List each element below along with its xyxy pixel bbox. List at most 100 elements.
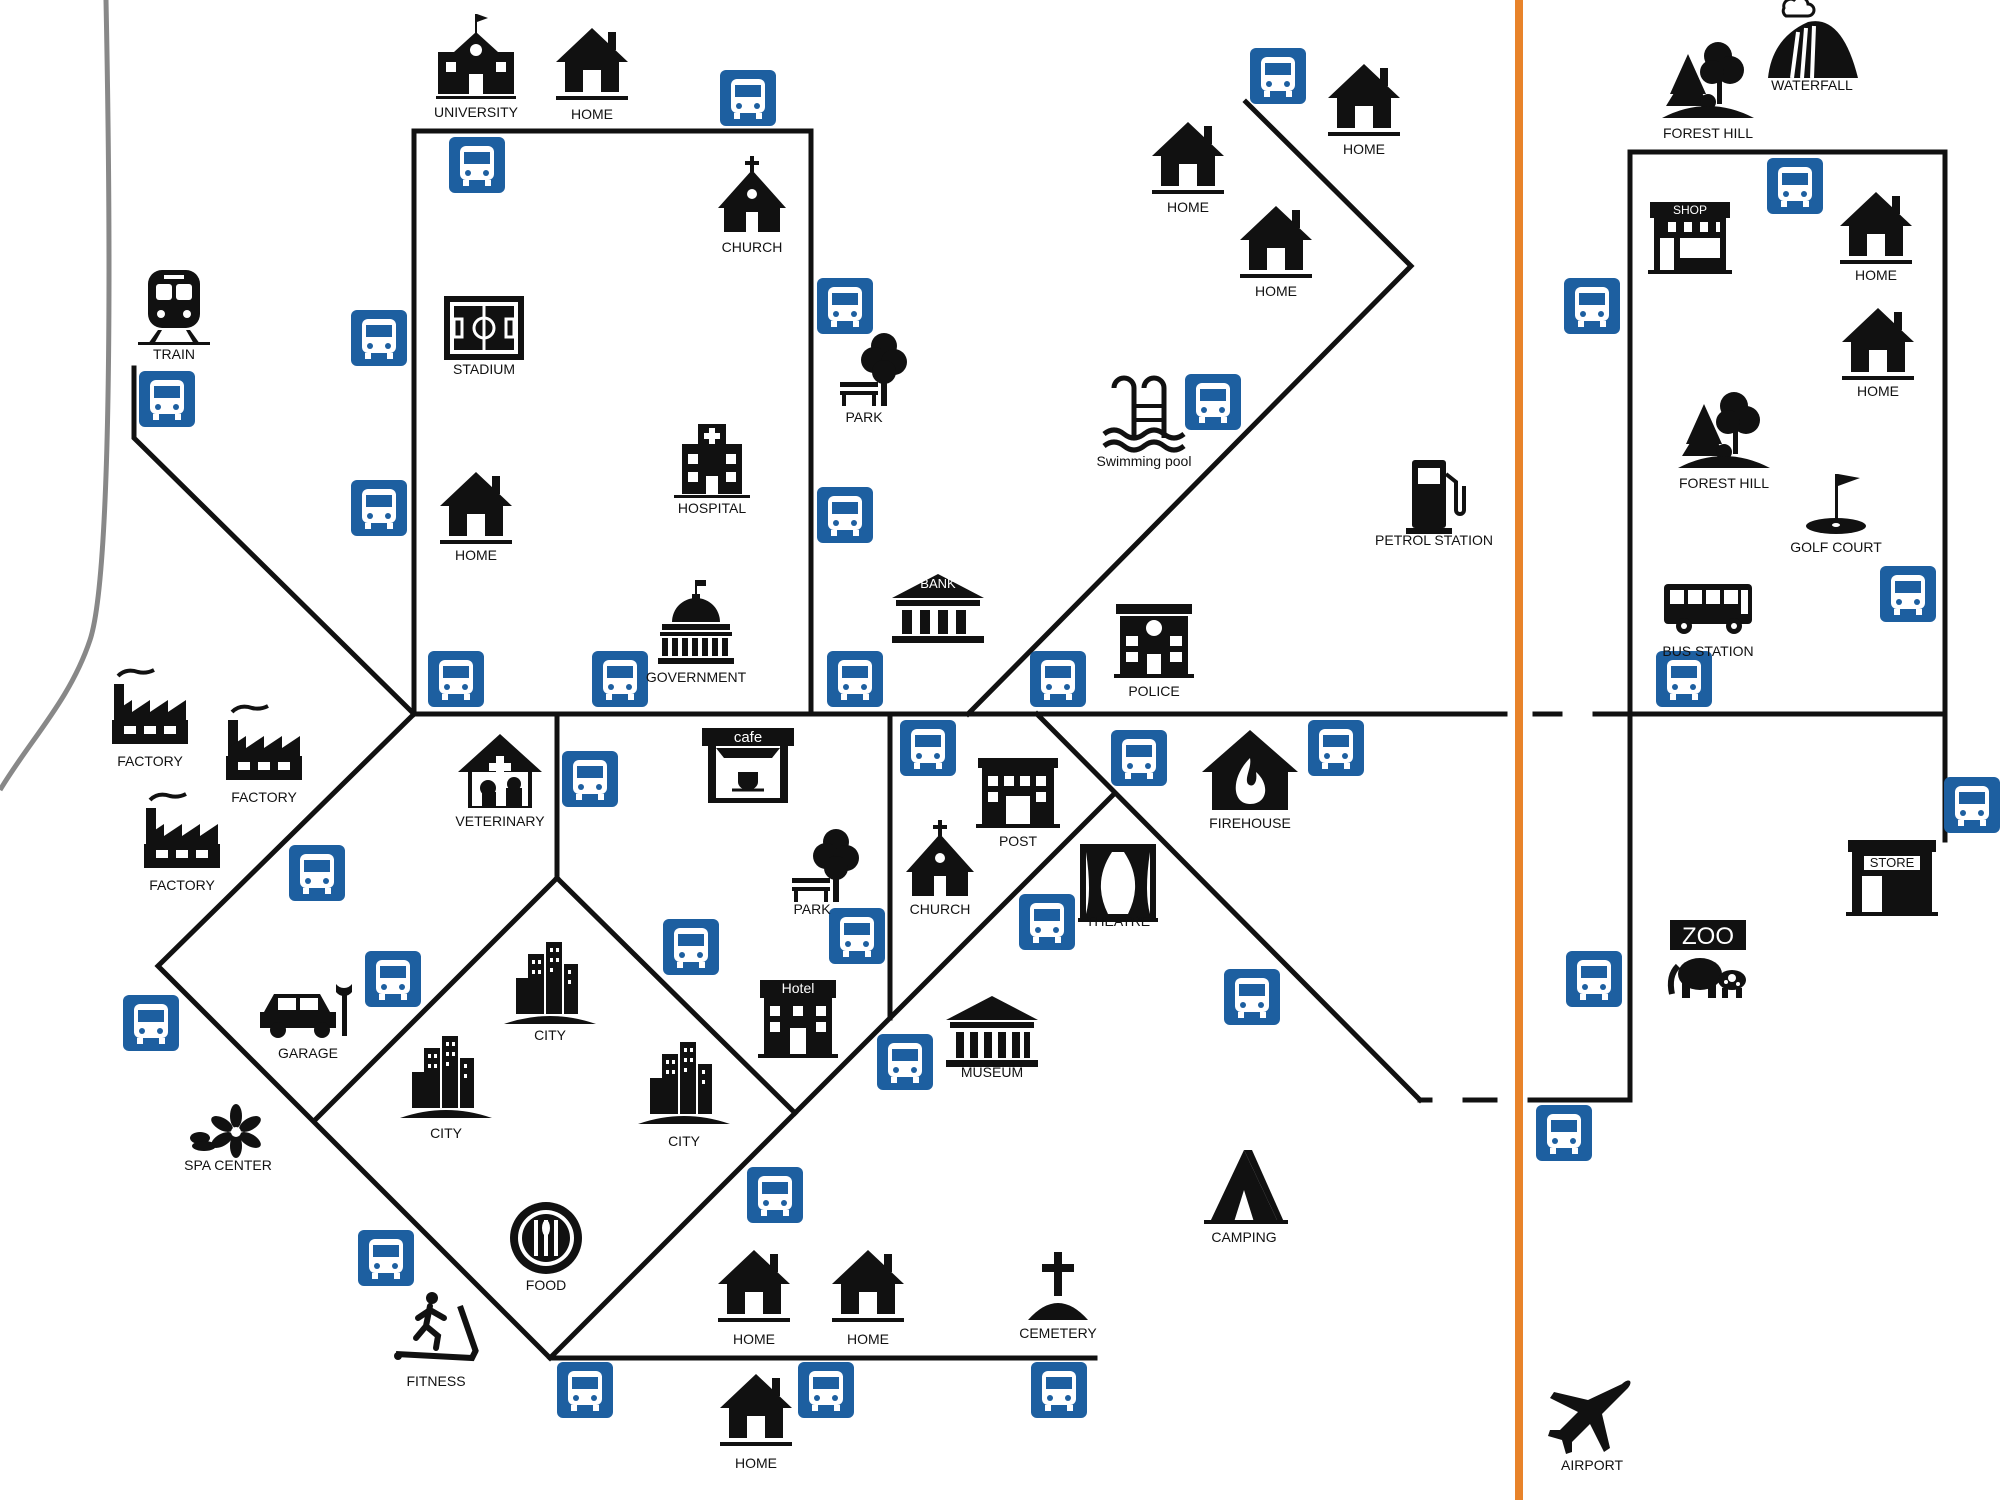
bus-stop-icon[interactable] (1224, 969, 1280, 1025)
bus-stop-icon[interactable] (351, 310, 407, 366)
place-government[interactable]: GOVERNMENT (646, 580, 747, 685)
place-hospital[interactable]: HOSPITAL (674, 424, 750, 516)
place-train[interactable]: TRAIN (138, 270, 210, 362)
place-home[interactable]: HOME (1842, 308, 1914, 399)
place-food[interactable]: FOOD (510, 1202, 582, 1293)
place-label: FIREHOUSE (1209, 815, 1291, 831)
factory-icon (110, 668, 190, 746)
bus-stop-icon[interactable] (139, 371, 195, 427)
place-cafe[interactable]: cafe (700, 726, 796, 805)
place-zoo[interactable]: ZOO (1670, 920, 1746, 998)
bus-stop-icon[interactable] (449, 137, 505, 193)
bus-stop-icon[interactable] (1031, 1362, 1087, 1418)
place-label: THEATRE (1086, 913, 1150, 929)
bus-stop-icon[interactable] (592, 651, 648, 707)
fuel-pump-icon (1404, 458, 1466, 536)
place-bus-station[interactable]: BUS STATION (1662, 584, 1754, 659)
bus-stop-icon[interactable] (123, 995, 179, 1051)
bus-stop-icon[interactable] (1880, 566, 1936, 622)
bus-stop-icon[interactable] (358, 1230, 414, 1286)
bus-stop-icon[interactable] (877, 1034, 933, 1090)
place-garage[interactable]: GARAGE (260, 984, 352, 1061)
bus-stop-icon[interactable] (289, 845, 345, 901)
bus-stop-icon[interactable] (1308, 720, 1364, 776)
place-fitness[interactable]: FITNESS (394, 1292, 476, 1389)
bus-stop-icon[interactable] (1566, 951, 1622, 1007)
bus-stop-icon[interactable] (1030, 651, 1086, 707)
place-hotel[interactable]: Hotel (758, 980, 838, 1058)
place-home[interactable]: HOME (832, 1250, 904, 1347)
bus-stop-icon[interactable] (1250, 48, 1306, 104)
place-church[interactable]: CHURCH (718, 156, 786, 255)
place-firehouse[interactable]: FIREHOUSE (1202, 730, 1298, 831)
place-label: GARAGE (278, 1045, 338, 1061)
forest-icon (1678, 392, 1770, 468)
place-home[interactable]: HOME (1240, 206, 1312, 299)
bus-stop-icon[interactable] (663, 919, 719, 975)
bus-stop-icon[interactable] (900, 720, 956, 776)
place-label: Hotel (782, 980, 815, 996)
place-cemetery[interactable]: CEMETERY (1019, 1252, 1097, 1341)
place-factory[interactable]: FACTORY (224, 704, 304, 805)
place-airport[interactable]: AIRPORT (1548, 1380, 1631, 1473)
place-stadium[interactable]: STADIUM (442, 294, 526, 377)
bus-stop-icon[interactable] (557, 1362, 613, 1418)
bus-stop-icon[interactable] (562, 751, 618, 807)
place-police[interactable]: POLICE (1114, 604, 1194, 699)
place-waterfall[interactable]: WATERFALL (1766, 0, 1860, 93)
place-city[interactable]: CITY (400, 1036, 492, 1141)
place-home[interactable]: HOME (440, 472, 512, 563)
place-home[interactable]: HOME (720, 1374, 792, 1471)
place-theatre[interactable]: THEATRE (1078, 844, 1158, 929)
place-home[interactable]: HOME (1840, 192, 1912, 283)
place-church[interactable]: CHURCH (906, 820, 974, 917)
place-park[interactable]: PARK (792, 829, 859, 917)
bus-stop-icon[interactable] (1019, 894, 1075, 950)
place-park[interactable]: PARK (840, 333, 907, 425)
place-label: HOSPITAL (678, 500, 746, 516)
bus-stop-icon[interactable] (1944, 777, 2000, 833)
place-home[interactable]: HOME (556, 28, 628, 122)
bus-stop-icon[interactable] (1185, 374, 1241, 430)
place-home[interactable]: HOME (1152, 122, 1224, 215)
bus-stop-icon[interactable] (1564, 278, 1620, 334)
bus-stop-icon[interactable] (365, 951, 421, 1007)
bus-stop-icon[interactable] (827, 651, 883, 707)
place-forest-hill[interactable]: FOREST HILL (1662, 42, 1754, 141)
bus-stop-icon[interactable] (428, 651, 484, 707)
place-city[interactable]: CITY (504, 942, 596, 1043)
bus-stop-icon[interactable] (817, 278, 873, 334)
golf-flag-icon (1806, 474, 1866, 534)
place-bank[interactable]: BANK (892, 574, 984, 643)
city-icon (400, 1036, 492, 1118)
place-forest-hill[interactable]: FOREST HILL (1678, 392, 1770, 491)
place-university[interactable]: UNIVERSITY (434, 14, 519, 120)
place-swimming-pool[interactable]: Swimming pool (1097, 378, 1192, 469)
bus-stop-icon[interactable] (747, 1167, 803, 1223)
bus-stop-icon[interactable] (798, 1362, 854, 1418)
bus-stop-icon[interactable] (1767, 158, 1823, 214)
place-camping[interactable]: CAMPING (1204, 1150, 1288, 1245)
bus-stop-icon[interactable] (1536, 1105, 1592, 1161)
place-petrol-station[interactable]: PETROL STATION (1375, 458, 1493, 548)
place-post[interactable]: POST (976, 758, 1060, 849)
place-golf-court[interactable]: GOLF COURT (1790, 474, 1882, 555)
place-museum[interactable]: MUSEUM (946, 996, 1038, 1080)
place-label: Swimming pool (1097, 453, 1192, 469)
bus-stop-icon[interactable] (1111, 730, 1167, 786)
bus-stop-icon[interactable] (817, 487, 873, 543)
place-shop[interactable]: SHOP (1648, 202, 1732, 274)
place-veterinary[interactable]: VETERINARY (455, 734, 545, 829)
place-home[interactable]: HOME (1328, 64, 1400, 157)
place-home[interactable]: HOME (718, 1250, 790, 1347)
fire-icon (1202, 730, 1298, 810)
bus-stop-icon[interactable] (829, 908, 885, 964)
place-store[interactable]: STORE (1846, 840, 1938, 916)
place-factory[interactable]: FACTORY (110, 668, 190, 769)
bus-stop-icon[interactable] (351, 480, 407, 536)
place-factory[interactable]: FACTORY (142, 792, 222, 893)
place-city[interactable]: CITY (638, 1042, 730, 1149)
bus-stop-icon[interactable] (720, 70, 776, 126)
place-spa-center[interactable]: SPA CENTER (184, 1104, 272, 1173)
bus-stop-icon[interactable] (1656, 651, 1712, 707)
